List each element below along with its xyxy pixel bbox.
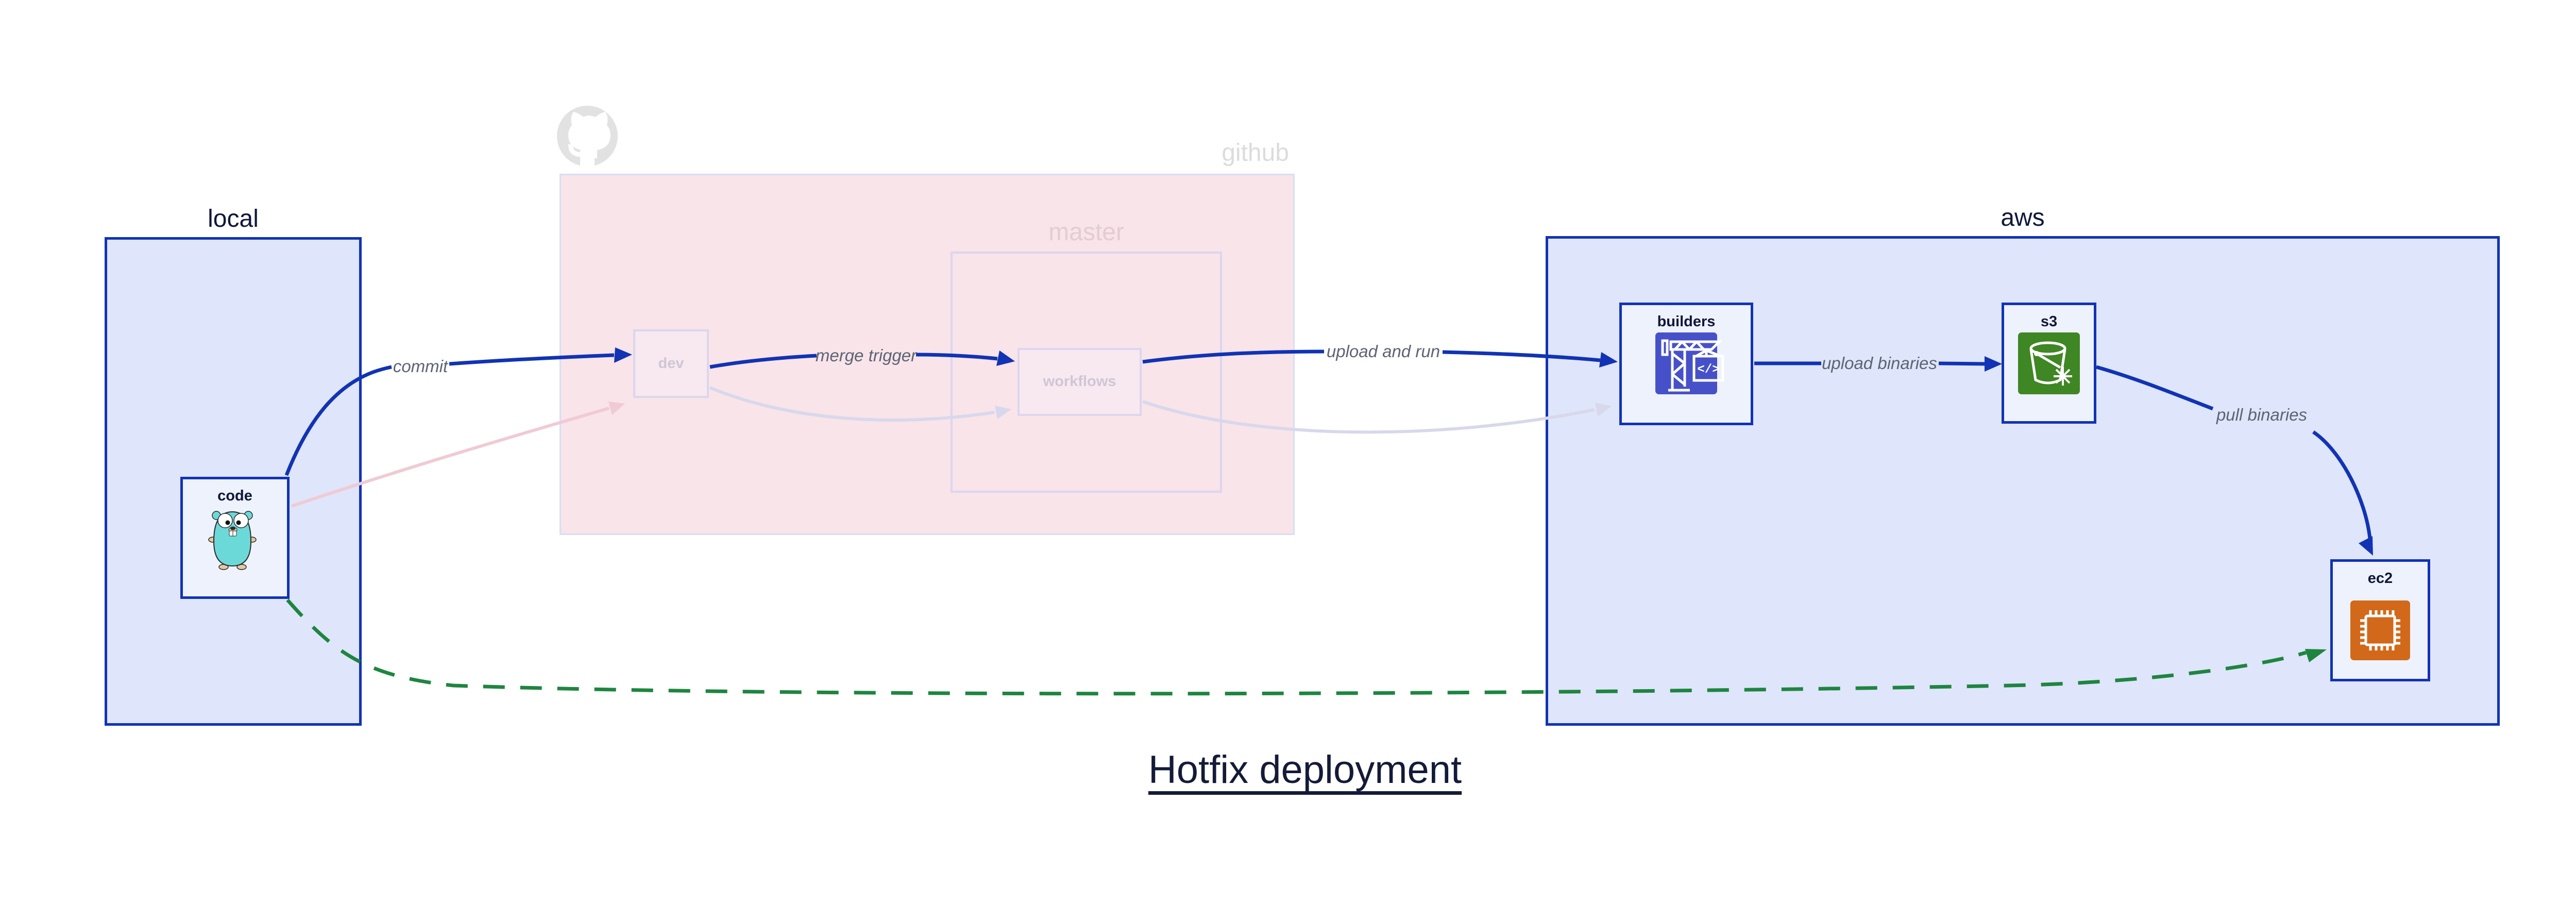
node-workflows-label: workflows xyxy=(1043,373,1116,390)
edge-upload-binaries-label: upload binaries xyxy=(1822,354,1937,373)
edge-pull-binaries-label: pull binaries xyxy=(2216,405,2308,424)
node-builders-label: builders xyxy=(1657,313,1716,330)
node-code-label: code xyxy=(217,488,252,504)
node-code: code xyxy=(180,477,290,599)
container-local-label: local xyxy=(208,205,259,232)
container-aws-label: aws xyxy=(2001,204,2045,231)
node-workflows: workflows xyxy=(1018,348,1142,416)
node-dev-label: dev xyxy=(658,355,684,372)
container-github-label: github xyxy=(1222,139,1289,166)
edge-merge-trigger-label: merge trigger xyxy=(815,346,917,365)
container-master-label: master xyxy=(1048,219,1124,246)
edge-commit-label: commit xyxy=(393,357,448,376)
edge-upload-and-run-label: upload and run xyxy=(1326,342,1440,361)
node-builders: builders xyxy=(1619,303,1753,425)
container-master xyxy=(951,252,1222,493)
node-dev: dev xyxy=(633,329,709,398)
diagram-title: Hotfix deployment xyxy=(1148,748,1462,792)
node-s3: s3 xyxy=(2002,303,2096,424)
node-ec2: ec2 xyxy=(2330,559,2430,681)
node-ec2-label: ec2 xyxy=(2367,570,2393,587)
node-s3-label: s3 xyxy=(2040,313,2058,330)
